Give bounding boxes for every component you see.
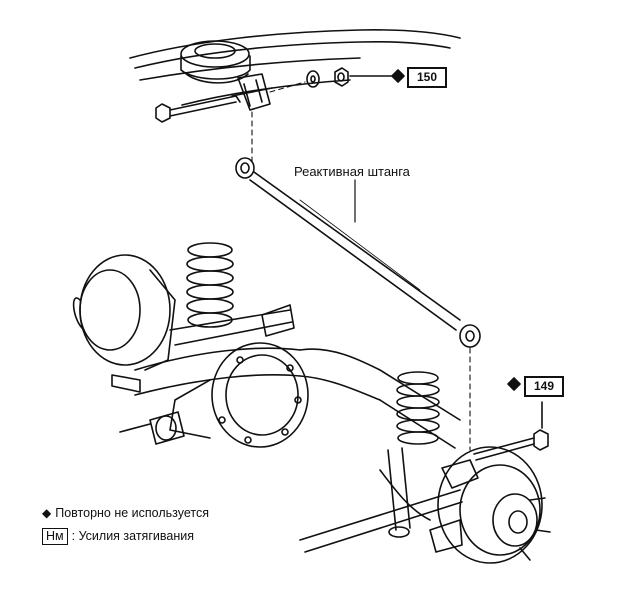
- left-brake-assembly: [72, 254, 176, 393]
- right-brake-drum: [429, 446, 551, 564]
- lower-arm-right: [299, 469, 463, 553]
- lower-bolt: [473, 429, 549, 461]
- upper-bracket: [231, 73, 273, 111]
- axle-housing: [134, 347, 461, 449]
- upper-bolt: [155, 95, 241, 123]
- shock-absorber: [387, 447, 411, 538]
- upper-washer-nut: [306, 67, 349, 88]
- right-coil-spring: [396, 371, 440, 445]
- differential: [169, 342, 309, 448]
- alignment-lines-top: [251, 81, 306, 163]
- spring-seat-top: [180, 40, 251, 84]
- legend-no-reuse: ◆Повторно не используется: [42, 507, 209, 520]
- body-frame: [129, 29, 461, 106]
- left-coil-spring: [186, 242, 234, 328]
- legend-unit-text: : Усилия затягивания: [71, 529, 194, 543]
- pinion-flange: [119, 411, 185, 445]
- unit-box: Нм: [42, 528, 68, 545]
- legend-no-reuse-text: Повторно не используется: [55, 506, 210, 520]
- torque-pointer-top: [349, 69, 405, 83]
- torque-pointer-bottom: [507, 377, 543, 429]
- torque-box-bottom: 149: [524, 376, 564, 397]
- lateral-rod: [235, 157, 481, 348]
- rod-label: Реактивная штанга: [294, 164, 410, 179]
- legend-torque-unit: Нм: Усилия затягивания: [42, 528, 194, 545]
- torque-box-top: 150: [407, 67, 447, 88]
- diamond-icon: ◆: [42, 506, 52, 520]
- control-arms: [169, 304, 295, 346]
